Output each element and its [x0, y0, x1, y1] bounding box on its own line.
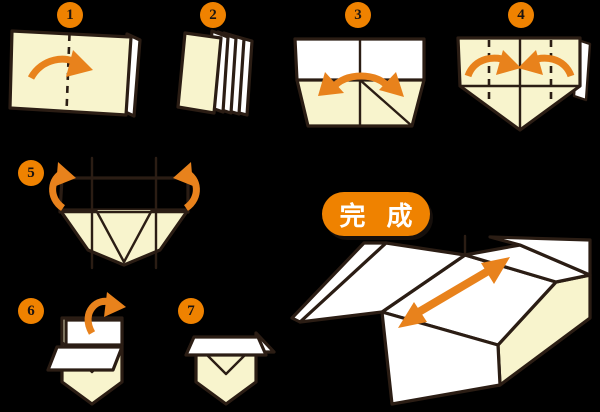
step-badge-2: 2 — [200, 2, 226, 28]
step-7-illustration — [184, 331, 276, 406]
step-3-illustration — [293, 37, 426, 128]
step-5-illustration — [49, 156, 200, 270]
step-badge-4: 4 — [508, 2, 534, 28]
step-badge-6: 6 — [18, 298, 44, 324]
step-badge-5: 5 — [18, 160, 44, 186]
step-4-illustration — [456, 36, 592, 132]
step-6-illustration — [46, 292, 126, 406]
completion-badge: 完 成 — [322, 192, 430, 236]
step-badge-7: 7 — [178, 298, 204, 324]
step-badge-3: 3 — [345, 2, 371, 28]
final-box-illustration — [290, 234, 592, 406]
step-1-illustration — [8, 29, 142, 118]
step-badge-1: 1 — [57, 2, 83, 28]
step-2-illustration — [176, 29, 254, 117]
